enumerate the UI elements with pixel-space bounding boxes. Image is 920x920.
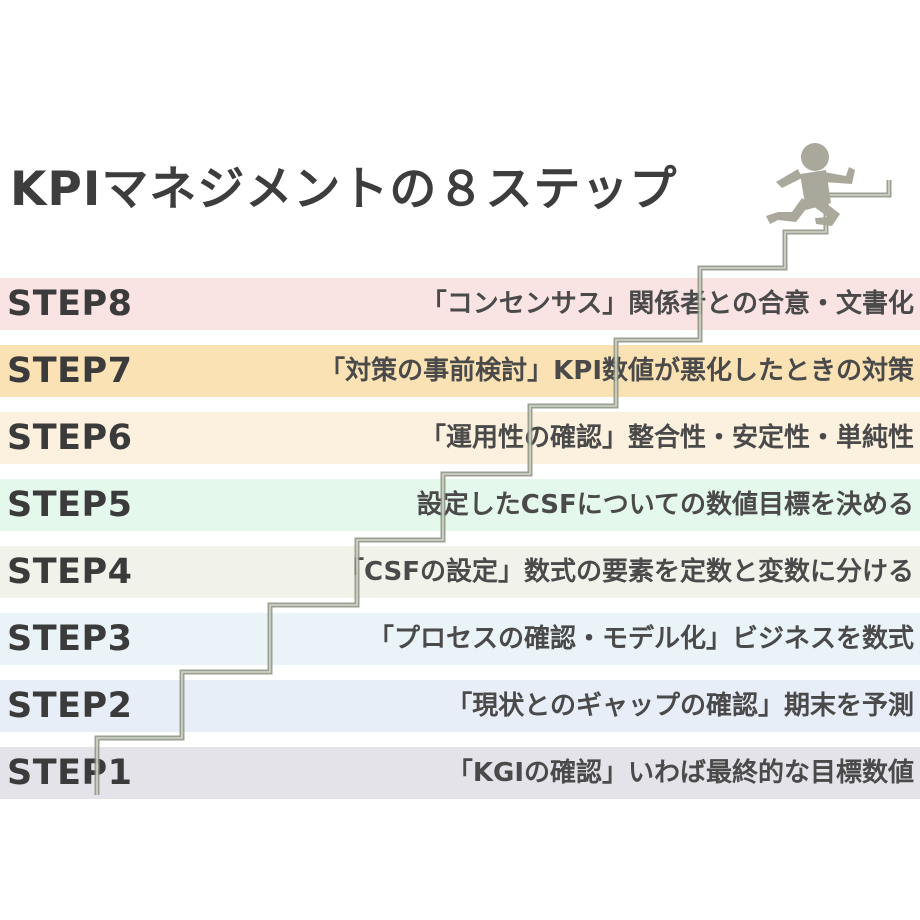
- step-label: STEP3: [7, 619, 133, 659]
- runner-icon: [766, 143, 855, 226]
- step-band-step6: STEP6 「運用性の確認」整合性・安定性・単純性: [0, 412, 920, 464]
- step-description: 「プロセスの確認・モデル化」ビジネスを数式: [367, 624, 914, 654]
- page-title: KPIマネジメントの８ステップ: [10, 162, 678, 217]
- step-label: STEP5: [7, 485, 133, 525]
- step-band-step3: STEP3 「プロセスの確認・モデル化」ビジネスを数式: [0, 613, 920, 665]
- step-label: STEP4: [7, 552, 133, 592]
- step-band-step2: STEP2 「現状とのギャップの確認」期末を予測: [0, 680, 920, 732]
- step-band-step7: STEP7 「対策の事前検討」KPI数値が悪化したときの対策: [0, 345, 920, 397]
- step-label: STEP7: [7, 351, 133, 391]
- step-description: 「現状とのギャップの確認」期末を予測: [446, 691, 914, 721]
- step-description: 「CSFの設定」数式の要素を定数と変数に分ける: [337, 557, 914, 587]
- step-description: 「コンセンサス」関係者との合意・文書化: [420, 289, 914, 319]
- step-description: 「対策の事前検討」KPI数値が悪化したときの対策: [319, 356, 914, 386]
- step-label: STEP1: [7, 753, 133, 793]
- step-band-step8: STEP8 「コンセンサス」関係者との合意・文書化: [0, 278, 920, 330]
- step-band-step1: STEP1 「KGIの確認」いわば最終的な目標数値: [0, 747, 920, 799]
- step-band-step5: STEP5 設定したCSFについての数値目標を決める: [0, 479, 920, 531]
- step-description: 設定したCSFについての数値目標を決める: [416, 490, 914, 520]
- step-band-step4: STEP4 「CSFの設定」数式の要素を定数と変数に分ける: [0, 546, 920, 598]
- step-label: STEP8: [7, 284, 133, 324]
- step-description: 「KGIの確認」いわば最終的な目標数値: [446, 758, 914, 788]
- step-label: STEP6: [7, 418, 133, 458]
- step-description: 「運用性の確認」整合性・安定性・単純性: [419, 423, 914, 453]
- step-label: STEP2: [7, 686, 133, 726]
